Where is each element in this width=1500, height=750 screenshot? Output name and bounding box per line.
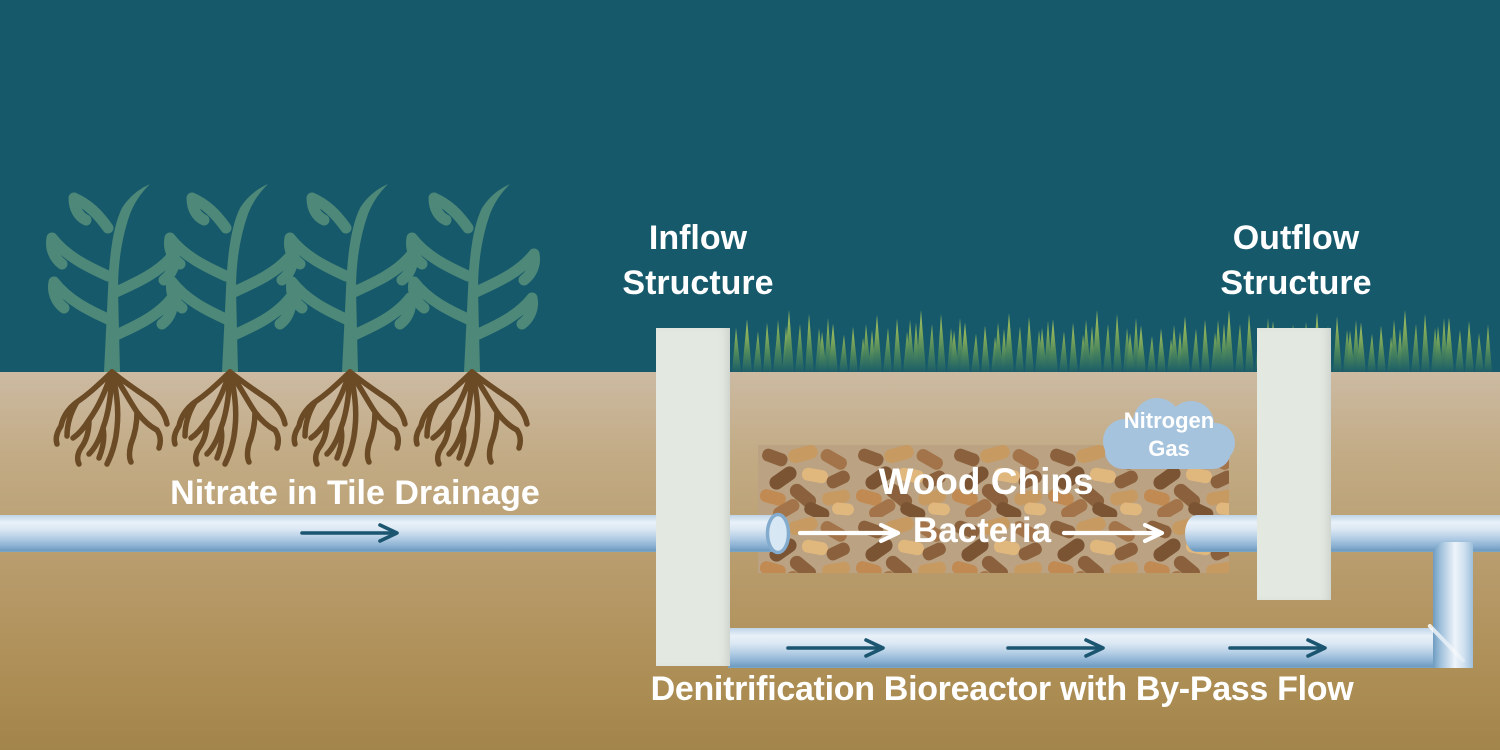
nitrogen-gas-label: Nitrogen Gas — [1099, 407, 1239, 463]
nitrogen-gas-label-line1: Nitrogen — [1123, 408, 1215, 433]
flow-arrow-bypass-2 — [1006, 638, 1105, 658]
sky-background — [0, 0, 1500, 372]
wood-chips-label: Wood Chips — [878, 461, 1094, 502]
inflow-structure-label: Inflow Structure — [588, 216, 808, 306]
nitrogen-gas-label-line2: Gas — [1148, 436, 1190, 461]
flow-arrow-inflow — [300, 523, 399, 543]
nitrate-label: Nitrate in Tile Drainage — [170, 474, 540, 512]
corn-field — [0, 170, 600, 480]
inflow-structure-label-line1: Inflow — [648, 219, 748, 257]
pipe-opening — [765, 512, 791, 555]
diagram-caption: Denitrification Bioreactor with By-Pass … — [650, 670, 1354, 708]
flow-arrow-bypass-3 — [1228, 638, 1327, 658]
grass-band — [732, 310, 1492, 372]
flow-arrow-bypass-1 — [786, 638, 885, 658]
inflow-structure-label-line2: Structure — [622, 264, 774, 302]
outflow-structure-box — [1257, 328, 1331, 600]
inflow-structure-box — [656, 328, 730, 666]
outflow-structure-label-line2: Structure — [1220, 264, 1372, 302]
outflow-structure-label: Outflow Structure — [1186, 216, 1406, 306]
flow-arrow-woodchips-left — [797, 522, 901, 544]
nitrogen-gas-cloud — [1103, 398, 1235, 469]
bacteria-label: Bacteria — [912, 511, 1052, 550]
outflow-structure-label-line1: Outflow — [1232, 219, 1360, 257]
flow-arrow-woodchips-right — [1061, 522, 1165, 544]
